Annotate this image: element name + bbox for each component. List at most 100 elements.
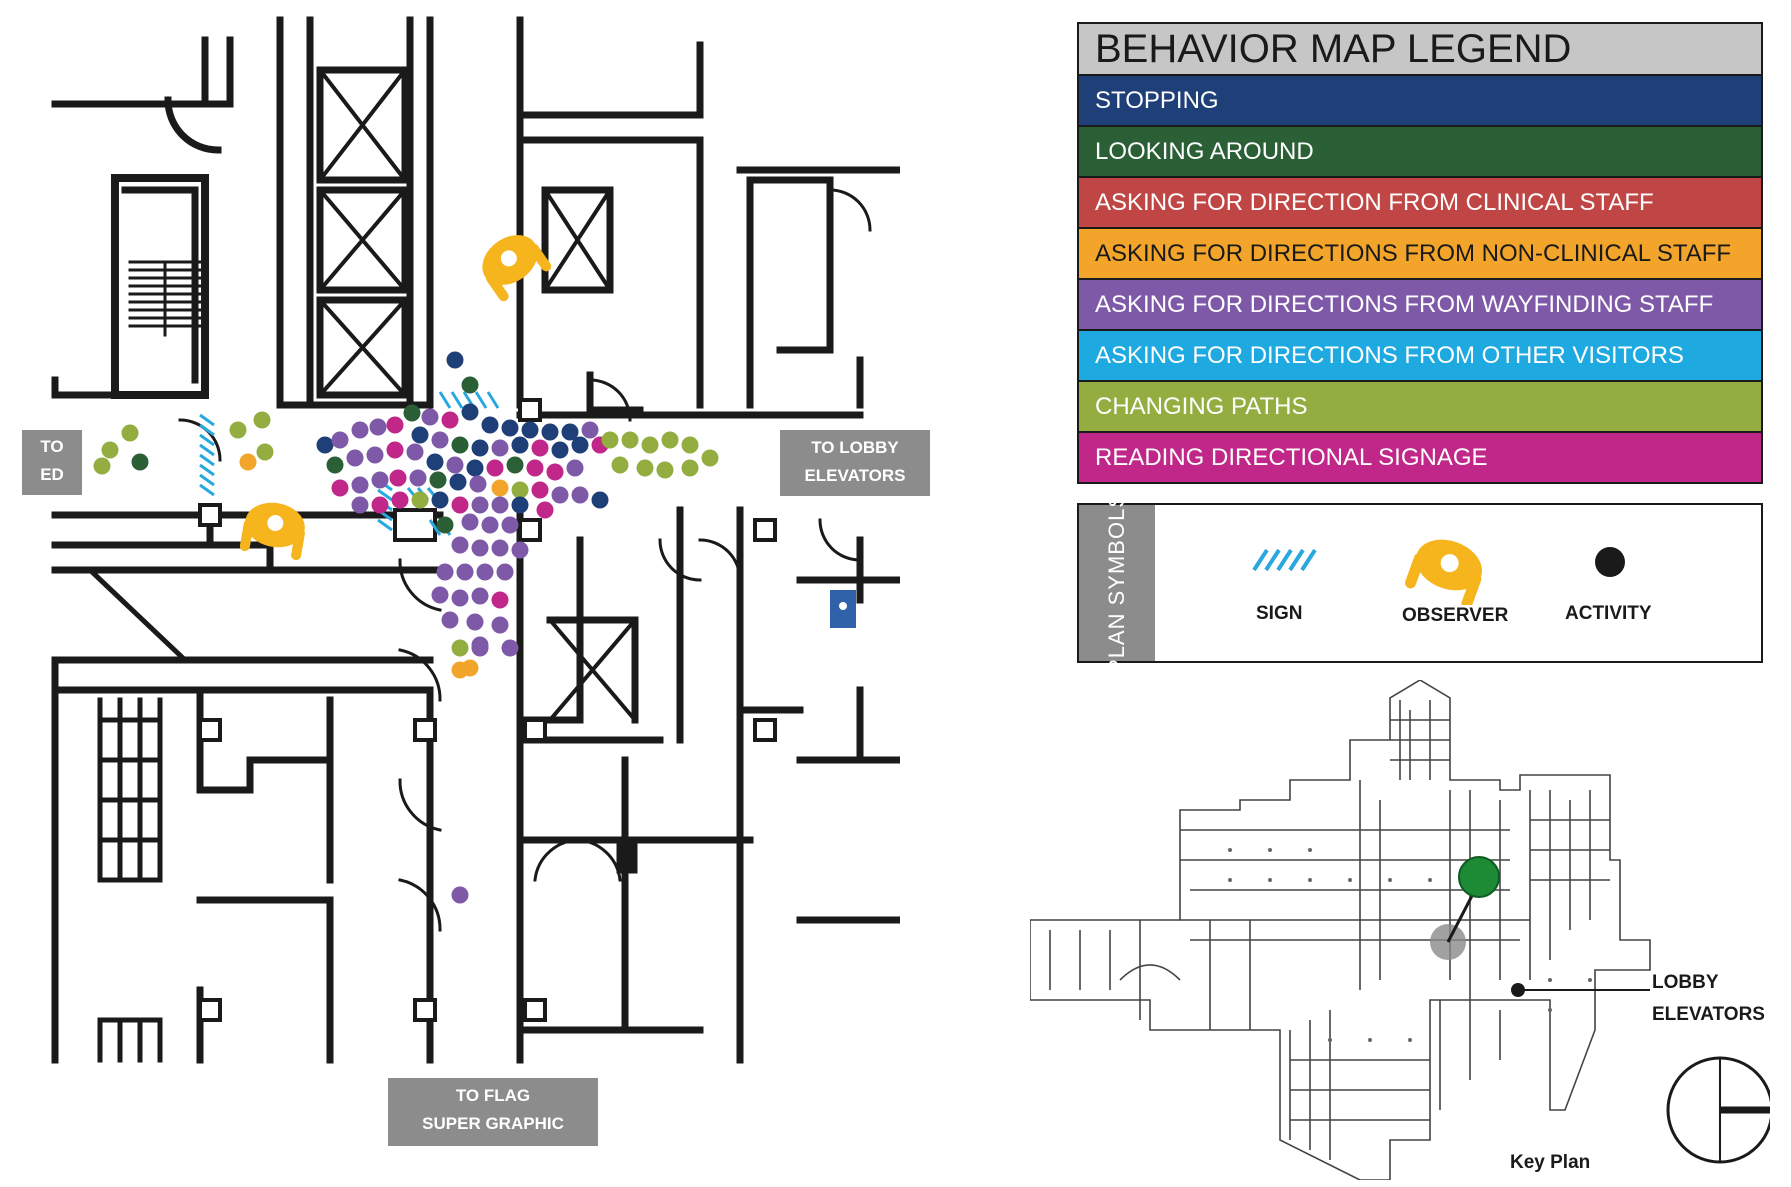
- activity-dot: [491, 591, 509, 609]
- activity-dot: [546, 463, 564, 481]
- activity-dot: [551, 486, 569, 504]
- activity-dot: [486, 459, 504, 477]
- to-ed-line2: ED: [40, 465, 64, 484]
- activity-dot: [93, 457, 111, 475]
- to-lobby-line2: ELEVATORS: [804, 466, 906, 485]
- activity-dot: [531, 439, 549, 457]
- activity-dot: [511, 481, 529, 499]
- activity-dot: [389, 469, 407, 487]
- activity-dot: [451, 436, 469, 454]
- activity-dot: [476, 563, 494, 581]
- activity-dot: [431, 491, 449, 509]
- activity-dot: [471, 636, 489, 654]
- activity-dot: [369, 418, 387, 436]
- activity-dot: [611, 456, 629, 474]
- activity-dot: [451, 886, 469, 904]
- activity-dot: [441, 411, 459, 429]
- activity-dot: [101, 441, 119, 459]
- activity-dot: [446, 351, 464, 369]
- activity-dot: [331, 431, 349, 449]
- activity-dot: [501, 419, 519, 437]
- behavior-map-legend: BEHAVIOR MAP LEGEND STOPPING LOOKING ARO…: [1077, 22, 1763, 484]
- activity-dot: [491, 539, 509, 557]
- activity-dot: [451, 589, 469, 607]
- activity-dot: [531, 481, 549, 499]
- floor-plan-walls: [51, 16, 900, 1064]
- activity-dot: [591, 491, 609, 509]
- activity-dot: [436, 516, 454, 534]
- activity-dot: [421, 408, 439, 426]
- activity-dot: [441, 611, 459, 629]
- plan-symbols-box: PLAN SYMBOLS SIGN OBSERVER ACTIVITY: [1077, 492, 1763, 674]
- activity-dot: [451, 496, 469, 514]
- key-plan-lobby-line2: ELEVATORS: [1652, 1004, 1765, 1025]
- observer-icon: [1405, 539, 1482, 605]
- activity-dot: [229, 421, 247, 439]
- legend-item-changing-paths: CHANGING PATHS: [1079, 382, 1761, 433]
- activity-dot: [501, 639, 519, 657]
- activity-dot: [461, 403, 479, 421]
- activity-dot-icon: [1595, 547, 1625, 577]
- activity-dot: [426, 453, 444, 471]
- activity-dot: [131, 453, 149, 471]
- activity-dot: [506, 456, 524, 474]
- activity-dot: [326, 456, 344, 474]
- activity-dot: [481, 416, 499, 434]
- activity-dot: [391, 491, 409, 509]
- activity-dot: [466, 613, 484, 631]
- activity-dot: [386, 416, 404, 434]
- activity-dot: [451, 661, 469, 679]
- activity-dot: [571, 486, 589, 504]
- activity-dot: [456, 563, 474, 581]
- activity-dot: [461, 376, 479, 394]
- activity-dot: [346, 449, 364, 467]
- activity-dot: [641, 436, 659, 454]
- activity-label: ACTIVITY: [1565, 603, 1652, 624]
- legend-item-reading-signage: READING DIRECTIONAL SIGNAGE: [1079, 433, 1761, 482]
- activity-dot: [701, 449, 719, 467]
- activity-dot: [366, 446, 384, 464]
- activity-dot: [491, 479, 509, 497]
- key-plan-lobby-line1: LOBBY: [1652, 972, 1719, 993]
- legend-item-non-clinical-staff: ASKING FOR DIRECTIONS FROM NON-CLINICAL …: [1079, 229, 1761, 280]
- activity-dot: [656, 461, 674, 479]
- activity-dot: [521, 421, 539, 439]
- sign-label: SIGN: [1256, 603, 1303, 624]
- activity-dot: [581, 421, 599, 439]
- activity-dot: [256, 443, 274, 461]
- activity-dot: [411, 426, 429, 444]
- observer-icon: [482, 235, 552, 302]
- legend-item-wayfinding-staff: ASKING FOR DIRECTIONS FROM WAYFINDING ST…: [1079, 280, 1761, 331]
- legend-title: BEHAVIOR MAP LEGEND: [1079, 24, 1761, 76]
- activity-dot: [429, 471, 447, 489]
- to-lobby-line1: TO LOBBY: [811, 438, 899, 457]
- activity-dot: [386, 441, 404, 459]
- activity-dot: [469, 475, 487, 493]
- activity-dot: [461, 513, 479, 531]
- activity-dot: [561, 423, 579, 441]
- activity-dot: [351, 496, 369, 514]
- activity-dot: [491, 439, 509, 457]
- activity-dot: [316, 436, 334, 454]
- activity-dot: [481, 516, 499, 534]
- activity-dot: [121, 424, 139, 442]
- observer-label: OBSERVER: [1402, 605, 1509, 626]
- observer-icon: [239, 502, 305, 561]
- activity-dot: [371, 471, 389, 489]
- activity-dot: [491, 616, 509, 634]
- activity-dot: [541, 423, 559, 441]
- key-plan-title: Key Plan: [1510, 1152, 1591, 1173]
- activity-dot: [501, 516, 519, 534]
- north-arrow-icon: [1666, 1056, 1770, 1164]
- key-plan-map: [1030, 680, 1770, 1180]
- activity-dot: [351, 421, 369, 439]
- activity-dot: [403, 404, 421, 422]
- to-ed-label: TO ED: [22, 430, 82, 495]
- activity-dot: [449, 473, 467, 491]
- activity-dot: [571, 436, 589, 454]
- activity-dot: [471, 539, 489, 557]
- activity-dot: [511, 436, 529, 454]
- activity-dot: [446, 456, 464, 474]
- activity-dot: [436, 563, 454, 581]
- activity-dot: [526, 459, 544, 477]
